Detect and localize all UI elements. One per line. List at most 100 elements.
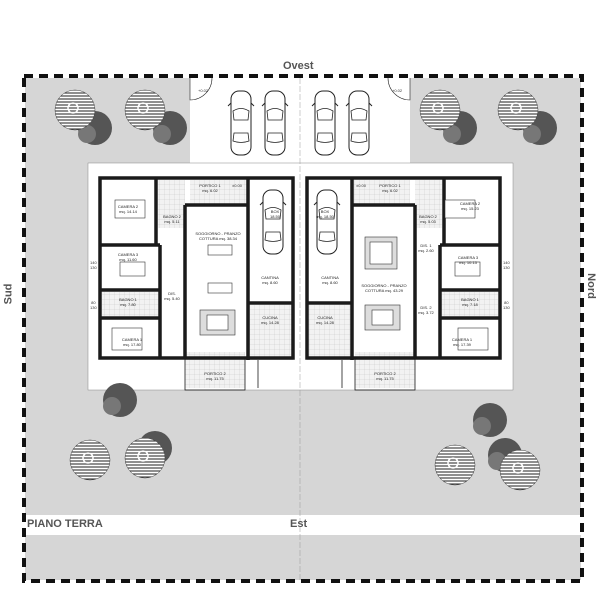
dim-value: 130: [90, 265, 97, 270]
walls: [98, 176, 502, 360]
room-area: 18.50: [269, 213, 281, 219]
room-name: DIS. 1: [420, 243, 432, 248]
gate-elevation-left: +0.02: [198, 88, 209, 93]
room-name: BAGNO 2: [419, 214, 437, 219]
room-area: mq. 7.18: [462, 301, 478, 307]
room-area: mq. 14.28: [316, 319, 334, 325]
room-name: CAMERA 1: [121, 337, 143, 342]
property-boundary: [22, 74, 584, 583]
room-name: PORTICO 2: [374, 371, 396, 376]
building-surround: [87, 162, 514, 391]
room-area: mq. 18.50: [316, 213, 334, 219]
portico-elevation-left: ±0.00: [232, 183, 242, 188]
room-area: mq. 6.02: [202, 187, 218, 193]
room-area: mq. 8.60: [262, 279, 278, 285]
room-area: mq. 6.02: [382, 187, 398, 193]
portico-outlines: [184, 357, 416, 391]
room-name: DIS. 2: [420, 305, 432, 310]
room-name: PORTICO 2: [204, 371, 226, 376]
gate-elevation-right: +0.02: [392, 88, 403, 93]
dim-value: 140: [503, 260, 510, 265]
room-area: mq. 17.80: [123, 341, 141, 347]
dim-value: 130: [503, 305, 510, 310]
room-name: CUCINA: [317, 315, 333, 320]
room-name: CAMERA 1: [451, 337, 473, 342]
room-name: CANTINA: [321, 275, 339, 280]
room-name: SOGGIORNO - PRANZO: [361, 283, 407, 288]
room-name: SOGGIORNO - PRANZO: [195, 231, 241, 236]
dim-value: 80: [504, 300, 509, 305]
room-area: COTTURA mq. 43.29: [364, 287, 403, 293]
gate-left: [189, 77, 213, 101]
room-area: mq. 3.72: [418, 309, 434, 315]
room-name: CAMERA 2: [459, 201, 481, 206]
room-name: DIS.: [168, 291, 176, 296]
room-dis-left: DIS.mq. 5.40: [164, 291, 180, 301]
label-strip: [25, 515, 581, 535]
room-area: COTTURA mq. 38.34: [198, 235, 237, 241]
room-area: mq. 5.03: [420, 218, 436, 224]
room-name: CAMERA 3: [117, 252, 139, 257]
room-area: mq. 14.14: [119, 208, 137, 214]
room-area: mq. 17.39: [453, 341, 471, 347]
label-ovest: Ovest: [283, 60, 314, 72]
dim-value: 140: [90, 260, 97, 265]
room-area: mq. 11.60: [119, 256, 137, 262]
room-name: BAGNO 1: [461, 297, 479, 302]
room-area: mq. 15.23: [461, 205, 479, 211]
room-area: mq. 11.75: [206, 375, 224, 381]
room-area: mq. 5.40: [164, 295, 180, 301]
room-name: BAGNO 1: [119, 297, 137, 302]
dim-value: 130: [90, 305, 97, 310]
dim-value: 130: [503, 265, 510, 270]
room-name: BOX: [270, 209, 280, 214]
room-name: BOX: [320, 209, 330, 214]
room-name: CUCINA: [262, 315, 278, 320]
room-name: PORTICO 1: [199, 183, 221, 188]
room-area: mq. 11.75: [376, 375, 394, 381]
room-area: mq. 10.13: [459, 259, 477, 265]
dim-value: 80: [91, 300, 96, 305]
room-area: mq. 2.60: [418, 247, 434, 253]
room-area: mq. 7.80: [120, 301, 136, 307]
room-area: mq. 8.60: [322, 279, 338, 285]
label-nord: Nord: [584, 273, 597, 299]
room-name: CAMERA 3: [457, 255, 479, 260]
room-name: PORTICO 1: [379, 183, 401, 188]
room-name: CAMERA 2: [117, 204, 139, 209]
room-name: CANTINA: [261, 275, 279, 280]
gate-right: [387, 77, 411, 101]
furniture: [111, 199, 489, 351]
portico-elevation-right: ±0.00: [356, 183, 366, 188]
plan-title: PIANO TERRA: [27, 518, 103, 530]
room-area: mq. 14.28: [261, 319, 279, 325]
room-area: mq. 5.11: [164, 218, 180, 224]
